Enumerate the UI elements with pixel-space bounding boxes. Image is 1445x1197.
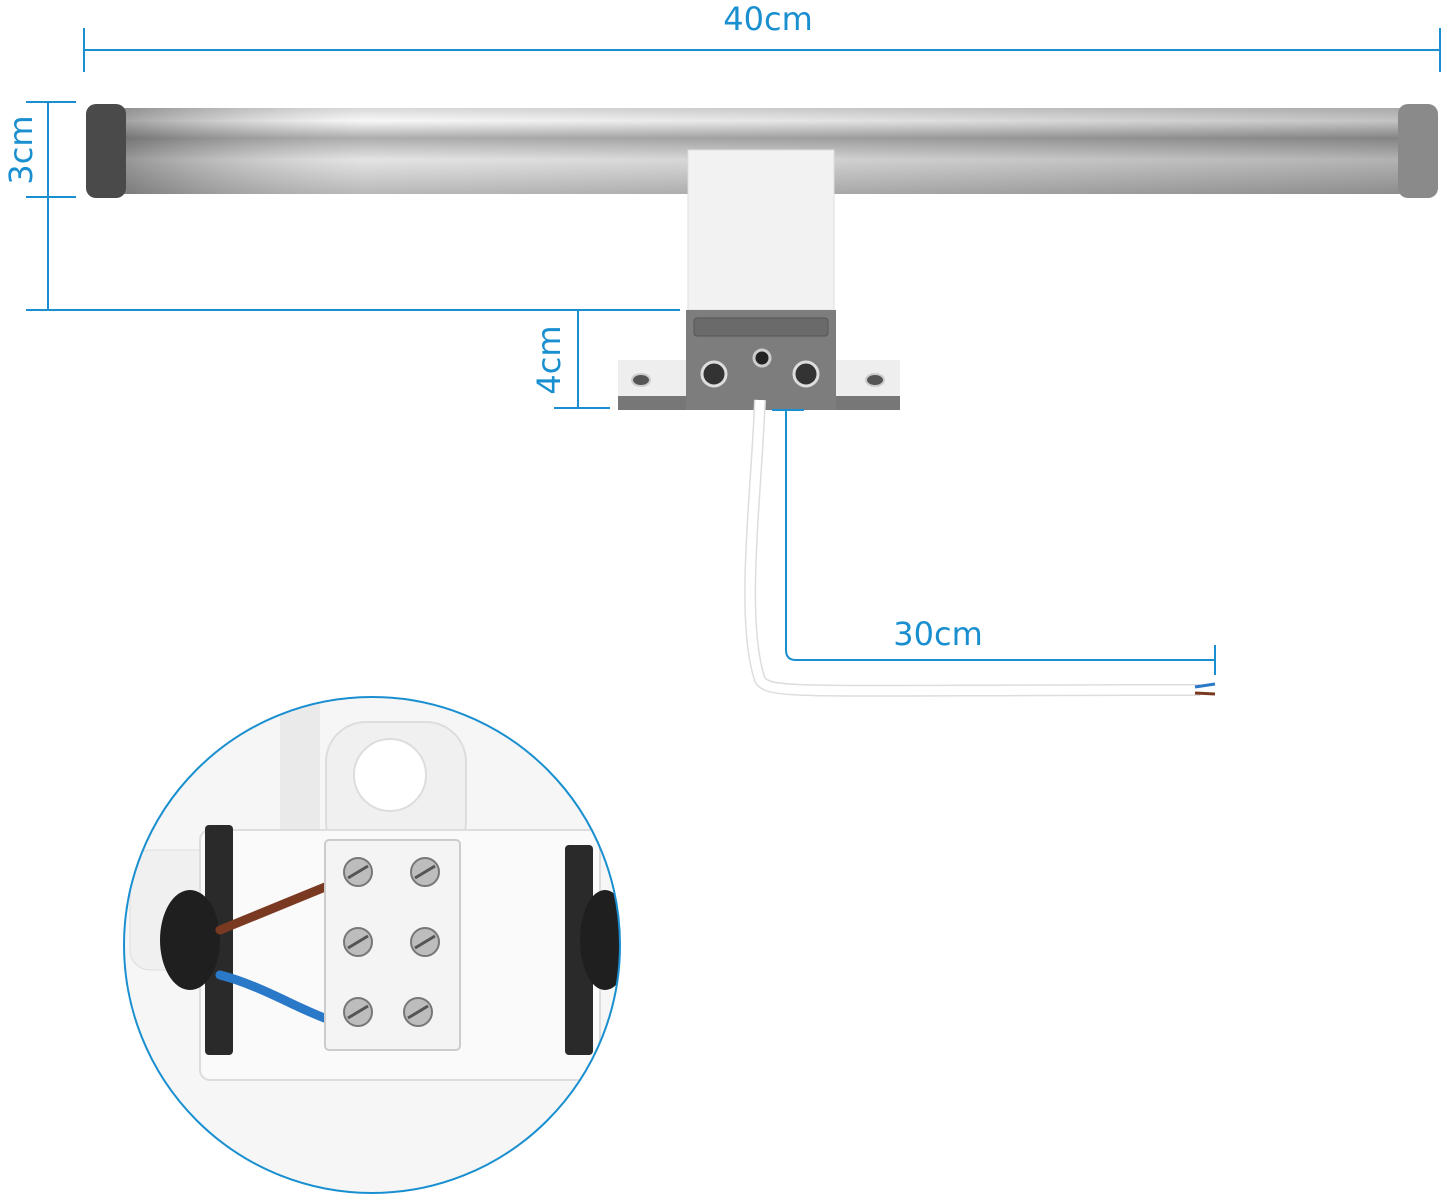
mount-hole-icon [631, 373, 651, 387]
wire-end-blue [1194, 682, 1216, 689]
cable-label: 30cm [893, 615, 982, 653]
height-dimension [26, 101, 680, 311]
end-cap-left [86, 104, 126, 198]
detail-circle-outline [123, 696, 621, 1194]
bracket-dimension [554, 310, 610, 409]
mount-hole-icon [865, 373, 885, 387]
mounting-bracket [618, 149, 900, 410]
power-cable-core [745, 399, 1201, 696]
screw-icon [700, 360, 728, 388]
cable-gland-right [580, 890, 620, 990]
junction-box-detail [123, 696, 621, 1194]
length-label: 40cm [723, 0, 812, 38]
cable-gland-left [160, 890, 220, 990]
screw-icon [792, 360, 820, 388]
end-cap-right [1398, 104, 1438, 198]
brown-wire [215, 880, 335, 935]
cable-dimension [772, 409, 1216, 675]
bracket-label: 4cm [530, 325, 568, 394]
wire-end-brown [1194, 691, 1216, 696]
blue-wire [215, 970, 335, 1025]
height-label: 3cm [2, 115, 40, 184]
length-dimension [83, 28, 1441, 72]
cable-hole-icon [752, 348, 772, 368]
